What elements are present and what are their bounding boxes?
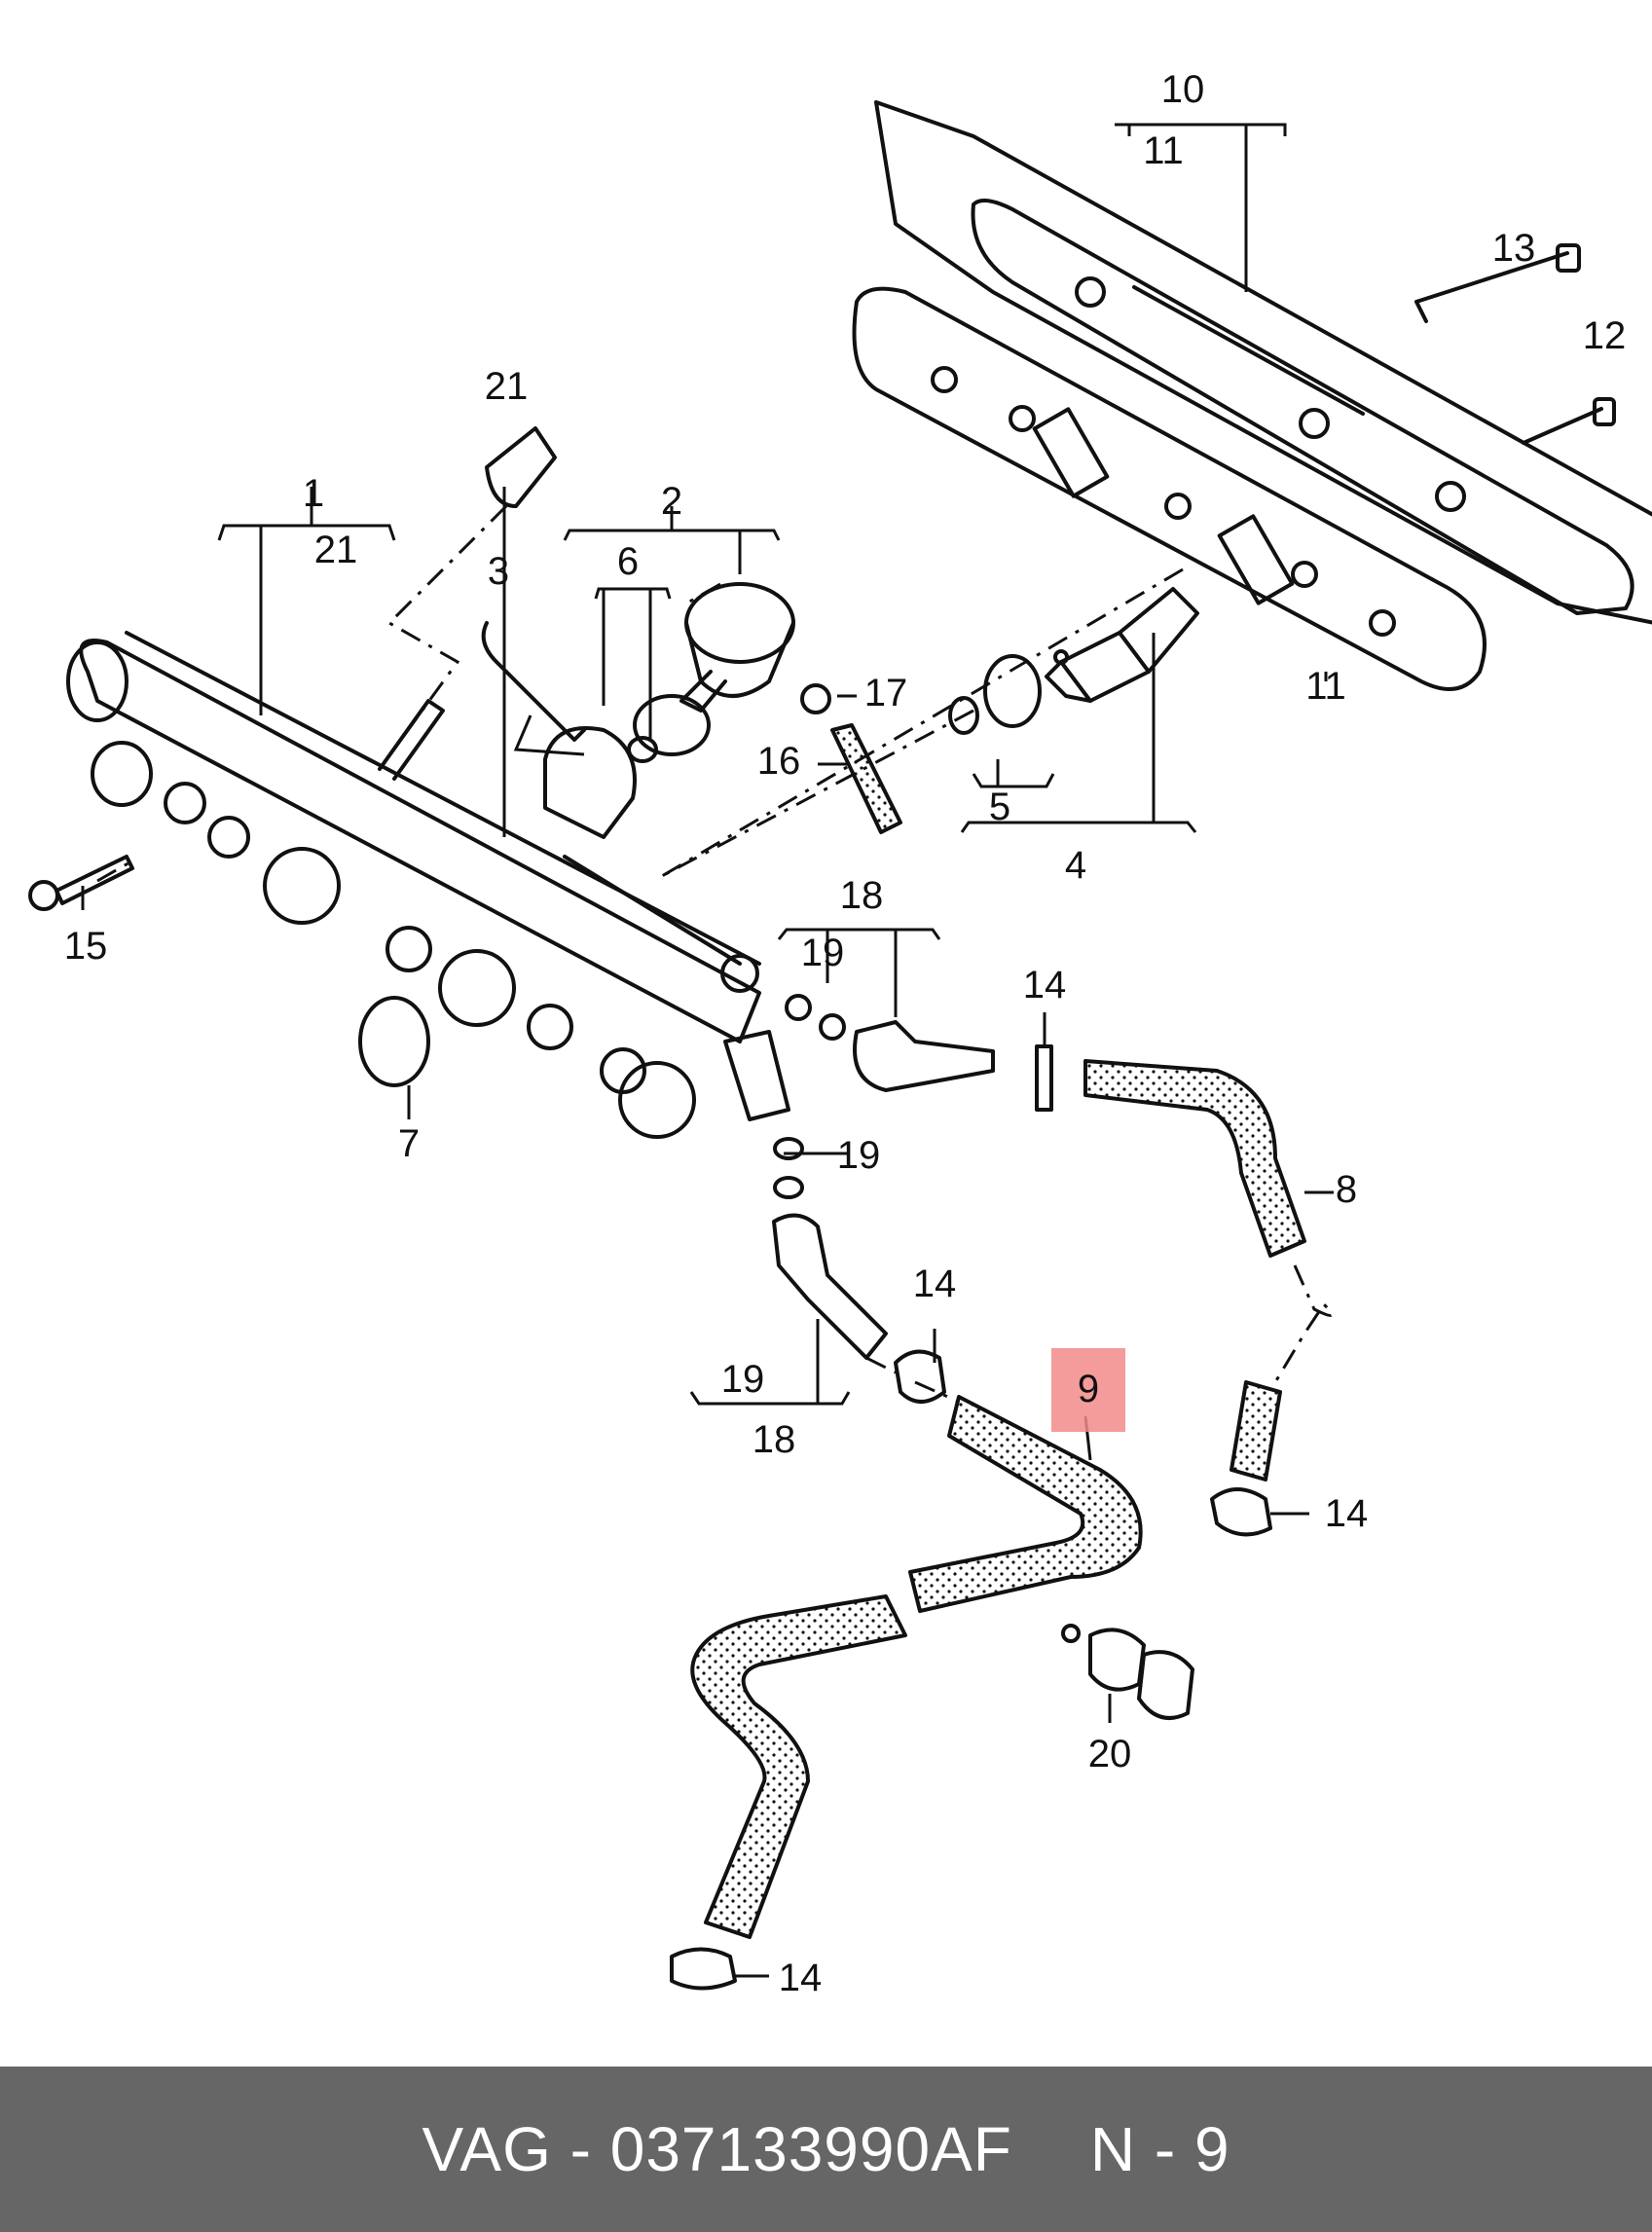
fuel-hose-8: [1083, 1059, 1306, 1258]
part-number: 037133990AF: [609, 2114, 1012, 2184]
fuel-hose-small: [1230, 1380, 1282, 1482]
clamp-14a: [1035, 1044, 1053, 1112]
callout-14-bottom: 14: [779, 1957, 823, 1999]
callout-19-upper: 19: [801, 932, 845, 974]
brand-label: VAG: [422, 2114, 552, 2184]
callout-9: 9: [1078, 1368, 1099, 1410]
gasket: [358, 996, 430, 1087]
callout-16: 16: [757, 740, 801, 783]
fuel-injector: [1045, 587, 1199, 703]
callout-3: 3: [488, 550, 509, 593]
callout-1: 1: [303, 472, 324, 515]
callout-19-middle: 19: [837, 1134, 881, 1177]
highlight-box: [1051, 1348, 1125, 1432]
leader-lines: [81, 123, 1334, 1978]
hose-connector-lower: [772, 1137, 888, 1360]
callout-21-bracket: 21: [314, 529, 358, 571]
callout-10: 10: [1161, 68, 1205, 111]
callout-18-upper: 18: [840, 874, 884, 917]
retaining-clip: [481, 621, 586, 742]
position-prefix: N: [1089, 2114, 1137, 2184]
o-ring-6a: [627, 736, 658, 763]
callout-labels: 10 11 13 12 21 1 21 2 3 6 17 16 5 4 11 1…: [64, 68, 1627, 1999]
o-ring-5a: [948, 696, 979, 735]
fuel-rail: [66, 631, 790, 1139]
callout-18-lower: 18: [753, 1418, 796, 1461]
part-number-banner: VAG - 037133990AF N - 9: [0, 2067, 1652, 2232]
fuel-hose-9: [908, 1395, 1143, 1613]
pressure-regulator: [679, 582, 795, 713]
callout-8: 8: [1336, 1168, 1357, 1211]
seal-ring-6b: [633, 694, 711, 756]
hose-connector-upper: [785, 994, 995, 1092]
callout-11-upper: 11: [1143, 129, 1184, 172]
callout-20: 20: [1088, 1733, 1132, 1775]
callout-17: 17: [864, 672, 908, 714]
callout-13: 13: [1492, 227, 1536, 270]
brand-separator: -: [569, 2114, 592, 2184]
callout-7: 7: [398, 1122, 420, 1165]
callout-19-lower: 19: [721, 1358, 765, 1401]
cap: [485, 426, 557, 508]
double-hose-clip: [1061, 1624, 1194, 1720]
callout-12: 12: [1583, 314, 1627, 357]
callout-11-lower: 11: [1305, 665, 1346, 708]
callout-14-right: 14: [1325, 1492, 1369, 1535]
parts-diagram: 10 11 13 12 21 1 21 2 3 6 17 16 5 4 11 1…: [28, 68, 1652, 1999]
callout-15: 15: [64, 925, 108, 968]
callout-6: 6: [617, 540, 639, 583]
position-separator: -: [1154, 2114, 1177, 2184]
bolt-15: [28, 855, 134, 911]
intake-manifold-assembly: [852, 100, 1652, 691]
vacuum-hose: [830, 723, 902, 834]
hose-clip-17: [800, 683, 831, 714]
fuel-hose-lower: [690, 1594, 907, 1939]
callout-21-top: 21: [485, 365, 529, 408]
callout-4: 4: [1065, 844, 1086, 887]
callout-14-middle: 14: [913, 1262, 957, 1305]
callout-14-upper: 14: [1023, 964, 1067, 1006]
clamp-14d: [670, 1947, 737, 1991]
clamp-14b: [894, 1349, 946, 1404]
seal-ring-5b: [983, 654, 1042, 728]
position-number: 9: [1193, 2114, 1230, 2184]
callout-2: 2: [661, 480, 682, 523]
callout-5: 5: [989, 786, 1010, 828]
clamp-14c: [1210, 1487, 1272, 1537]
